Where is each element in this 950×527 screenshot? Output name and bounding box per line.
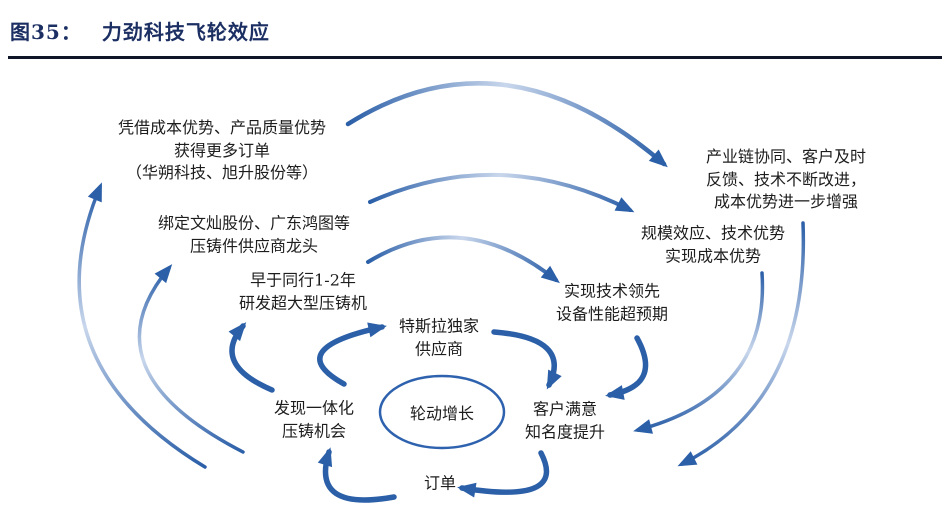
arrow-outer-top-icon xyxy=(345,81,668,168)
arrow-ring3-left-icon xyxy=(137,264,245,454)
arrow-inner-bottomleft-icon xyxy=(317,447,397,503)
figure-header: 图35： 力劲科技飞轮效应 xyxy=(10,16,270,45)
arrow-ring2-left-icon xyxy=(228,322,275,393)
node-inner-left: 发现一体化 压铸机会 xyxy=(273,398,355,440)
arrow-ring3-top-icon xyxy=(368,172,635,213)
figure-number-label: 图35： xyxy=(10,20,82,44)
arrow-ring2-top-icon xyxy=(366,235,560,284)
node-ring3-left: 绑定文灿股份、广东鸿图等 压铸件供应商龙头 xyxy=(157,213,351,255)
node-inner-bottom: 订单 xyxy=(423,473,457,493)
arrow-ring2-right-icon xyxy=(605,335,649,400)
arrow-inner-bottomright-icon xyxy=(457,450,550,498)
node-inner-top: 特斯拉独家 供应商 xyxy=(398,316,480,358)
node-ring3-right: 规模效应、技术优势 实现成本优势 xyxy=(640,223,786,265)
node-outer-top-left: 凭借成本优势、产品质量优势 获得更多订单 （华朔科技、旭升股份等） xyxy=(117,117,327,183)
arrow-inner-topright-icon xyxy=(491,329,562,390)
figure-title: 力劲科技飞轮效应 xyxy=(101,20,270,44)
header-divider xyxy=(8,56,942,59)
node-ring2-left: 早于同行1-2年 研发超大型压铸机 xyxy=(238,270,368,312)
arrow-inner-topleft-icon xyxy=(317,322,387,387)
center-ellipse-label: 轮动增长 xyxy=(409,404,475,423)
node-outer-top-right: 产业链协同、客户及时 反馈、技术不断改进， 成本优势进一步增强 xyxy=(705,146,867,212)
node-inner-right: 客户满意 知名度提升 xyxy=(524,399,606,441)
node-ring2-right: 实现技术领先 设备性能超预期 xyxy=(555,281,669,323)
